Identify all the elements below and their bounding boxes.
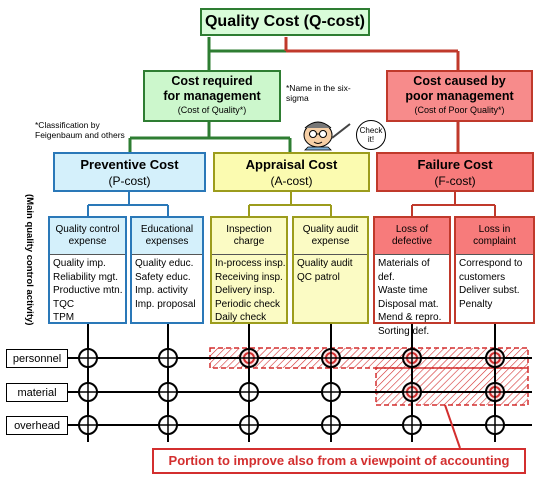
row-label-overhead: overhead [6, 416, 68, 435]
category-header: Quality control expense [50, 218, 125, 255]
portion-to-improve-label: Portion to improve also from a viewpoint… [152, 448, 526, 474]
category-item: Reliability mgt. [53, 271, 119, 283]
feigenbaum-note: *Classification by Feigenbaum and others [35, 120, 125, 140]
category-header: Educational expenses [132, 218, 202, 255]
row-label-material: material [6, 383, 68, 402]
portion-pointer [444, 404, 461, 449]
category-item: In-process insp. [215, 258, 286, 269]
category-header: Quality audit expense [294, 218, 367, 255]
category-item: Disposal mat. [378, 298, 439, 310]
sixsigma-note: *Name in the six-sigma [286, 83, 351, 103]
category-item: TPM [53, 312, 75, 324]
appraisal-line1: Appraisal Cost [245, 157, 338, 172]
mgmt-line2: for management [163, 89, 261, 103]
category-item: TQC [53, 298, 75, 310]
category-item: Deliver subst. [459, 285, 520, 297]
category-item: Imp. proposal [135, 298, 196, 310]
cost-poor-box: Cost caused by poor management (Cost of … [386, 70, 533, 122]
inspector-figure-icon [303, 121, 351, 151]
category-item: Imp. activity [135, 285, 188, 297]
category-header: Loss in complaint [456, 218, 533, 255]
title-text: Quality Cost (Q-cost) [204, 13, 365, 30]
category-loss-defective: Loss of defective Materials of def. Wast… [373, 216, 451, 337]
category-header: Inspection charge [212, 218, 286, 255]
category-item: Receiving insp. [215, 271, 283, 283]
preventive-cost-box: Preventive Cost (P-cost) [53, 152, 206, 192]
category-item: Waste time [378, 285, 428, 297]
failure-cost-box: Failure Cost (F-cost) [376, 152, 534, 192]
hatch-region-material [375, 367, 529, 406]
poor-line1: Cost caused by [413, 74, 506, 88]
mgmt-line3: (Cost of Quality*) [177, 105, 247, 115]
category-quality-control: Quality control expense Quality imp. Rel… [48, 216, 127, 324]
failure-line2: (F-cost) [434, 174, 476, 188]
category-item: Periodic check [215, 298, 281, 310]
row-label-personnel: personnel [6, 349, 68, 368]
poor-line2: poor management [405, 89, 514, 103]
category-item: Penalty [459, 298, 493, 310]
category-item: QC patrol [297, 271, 340, 283]
mgmt-line1: Cost required [171, 74, 253, 88]
appraisal-cost-box: Appraisal Cost (A-cost) [213, 152, 370, 192]
category-item: Productive mtn. [53, 285, 123, 297]
category-item: Quality audit [297, 258, 353, 269]
preventive-line1: Preventive Cost [80, 157, 179, 172]
grid-nodes [78, 348, 505, 435]
category-item: Quality imp. [53, 258, 106, 269]
category-item: Sorting def. [378, 325, 430, 337]
quality-cost-title: Quality Cost (Q-cost) [200, 8, 370, 36]
appraisal-line2: (A-cost) [270, 174, 313, 188]
category-inspection: Inspection charge In-process insp. Recei… [210, 216, 288, 324]
category-header: Loss of defective [375, 218, 449, 255]
poor-line3: (Cost of Poor Quality*) [414, 105, 505, 115]
category-item: Mend & repro. [378, 312, 442, 324]
category-educational: Educational expenses Quality educ. Safet… [130, 216, 204, 324]
category-quality-audit: Quality audit expense Quality audit QC p… [292, 216, 369, 324]
category-item: Materials of def. [378, 258, 430, 283]
main-qc-activity-label: (Main quality control activity) [24, 193, 35, 326]
category-item: Safety educ. [135, 271, 191, 283]
category-item: Delivery insp. [215, 285, 276, 297]
preventive-line2: (P-cost) [108, 174, 151, 188]
cost-required-box: Cost required for management (Cost of Qu… [143, 70, 281, 122]
failure-line1: Failure Cost [417, 157, 493, 172]
category-item: Quality educ. [135, 258, 194, 269]
category-item: Daily check [215, 312, 267, 324]
category-loss-complaint: Loss in complaint Correspond to customer… [454, 216, 535, 324]
category-item: Correspond to customers [459, 258, 523, 283]
check-it-bubble: Check it! [356, 120, 386, 150]
